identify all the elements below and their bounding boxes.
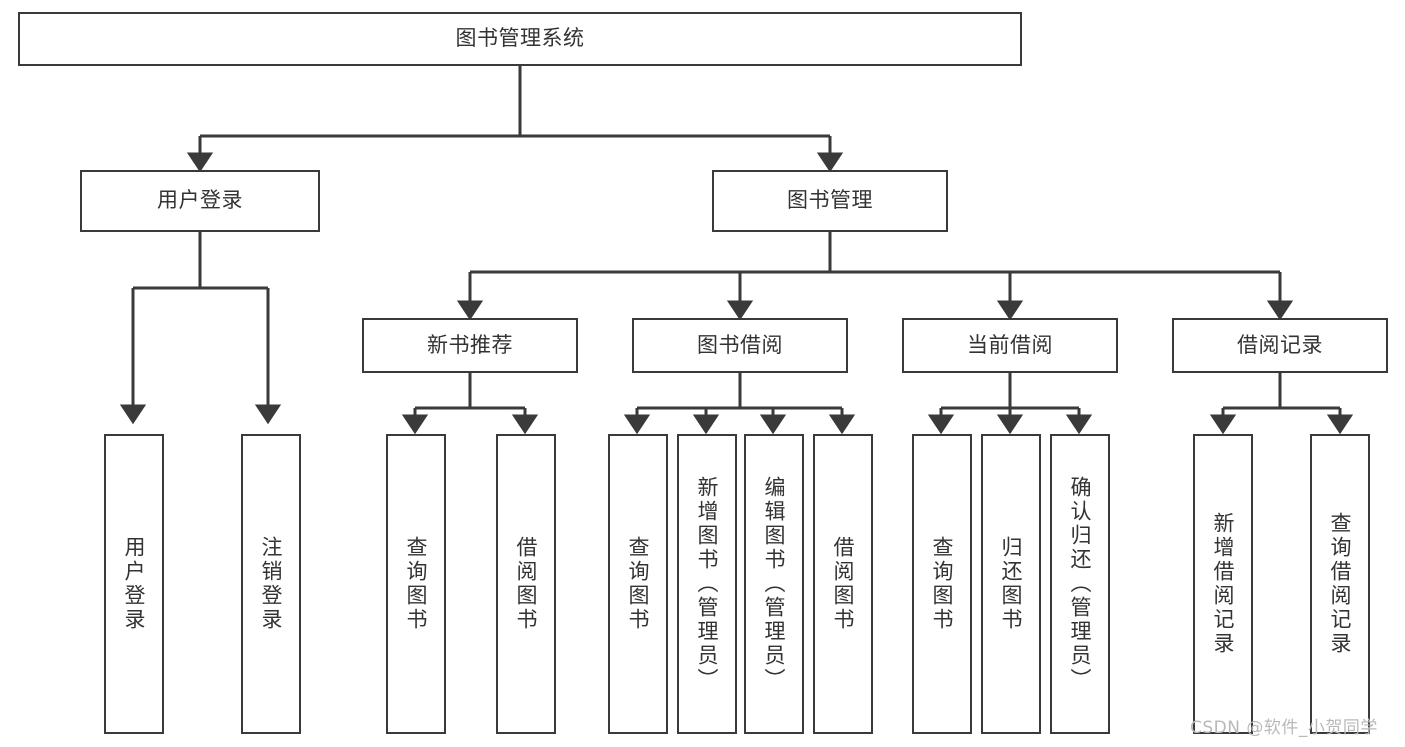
leaf-book-borrow-add[interactable]: 新增图书（管理员） [677, 434, 737, 734]
node-label: 新书推荐 [427, 332, 513, 357]
leaf-book-borrow-query[interactable]: 查询图书 [608, 434, 668, 734]
node-user-login[interactable]: 用户登录 [80, 170, 320, 232]
leaf-book-borrow-borrow[interactable]: 借阅图书 [813, 434, 873, 734]
node-label: 编辑图书（管理员） [762, 476, 787, 692]
node-label: 当前借阅 [967, 332, 1053, 357]
node-label: 查询图书 [626, 536, 651, 632]
node-current-borrow[interactable]: 当前借阅 [902, 318, 1118, 373]
leaf-borrow-record-query[interactable]: 查询借阅记录 [1310, 434, 1370, 734]
node-book-borrow[interactable]: 图书借阅 [632, 318, 848, 373]
node-label: 新增借阅记录 [1211, 512, 1236, 656]
node-label: 图书管理 [787, 188, 873, 213]
node-label: 归还图书 [999, 536, 1024, 632]
node-borrow-record[interactable]: 借阅记录 [1172, 318, 1388, 373]
leaf-user-login-logout[interactable]: 注销登录 [241, 434, 301, 734]
node-label: 查询图书 [930, 536, 955, 632]
node-label: 借阅图书 [831, 536, 856, 632]
node-label: 用户登录 [122, 536, 147, 632]
node-label: 查询借阅记录 [1328, 512, 1353, 656]
node-label: 借阅图书 [514, 536, 539, 632]
node-root-system[interactable]: 图书管理系统 [18, 12, 1022, 66]
node-label: 确认归还（管理员） [1068, 476, 1093, 692]
node-label: 借阅记录 [1237, 332, 1323, 357]
leaf-current-borrow-query[interactable]: 查询图书 [912, 434, 972, 734]
leaf-borrow-record-add[interactable]: 新增借阅记录 [1193, 434, 1253, 734]
node-book-management[interactable]: 图书管理 [712, 170, 948, 232]
leaf-current-borrow-return[interactable]: 归还图书 [981, 434, 1041, 734]
leaf-current-borrow-confirm-return[interactable]: 确认归还（管理员） [1050, 434, 1110, 734]
leaf-book-borrow-edit[interactable]: 编辑图书（管理员） [744, 434, 804, 734]
node-label: 图书借阅 [697, 332, 783, 357]
leaf-new-book-query[interactable]: 查询图书 [386, 434, 446, 734]
node-label: 查询图书 [404, 536, 429, 632]
node-label: 用户登录 [157, 188, 243, 213]
leaf-user-login-login[interactable]: 用户登录 [104, 434, 164, 734]
node-label: 图书管理系统 [455, 26, 585, 51]
csdn-watermark: CSDN @软件_小贺同学 [1190, 718, 1378, 738]
leaf-new-book-borrow[interactable]: 借阅图书 [496, 434, 556, 734]
node-new-book-recommend[interactable]: 新书推荐 [362, 318, 578, 373]
node-label: 新增图书（管理员） [695, 476, 720, 692]
node-label: 注销登录 [259, 536, 284, 632]
